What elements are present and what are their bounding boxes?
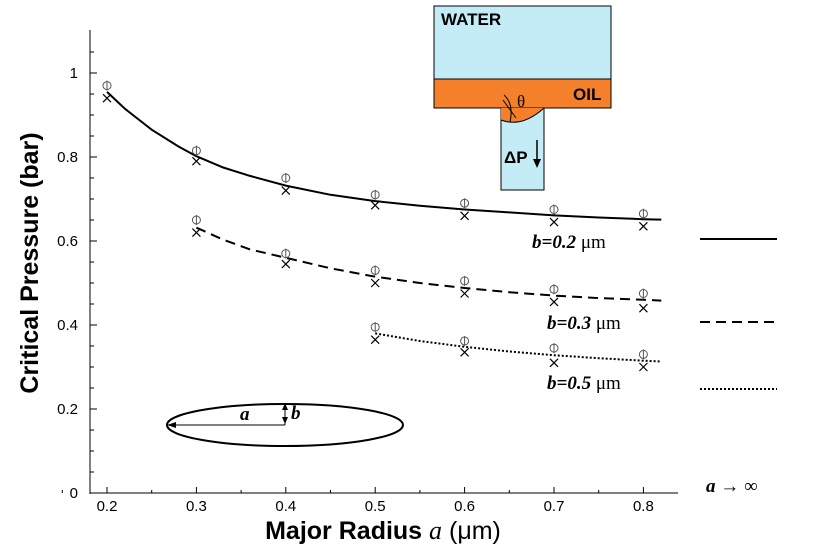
cross-marker	[638, 303, 648, 313]
x-ticks: 0.2 0.3 0.4 0.5 0.6 0.7 0.8	[61, 487, 654, 515]
cross-marker	[191, 228, 201, 238]
y-tick-label: 0	[70, 485, 78, 502]
cross-marker	[549, 217, 559, 227]
pore-inset: WATER OIL θ ΔP	[433, 5, 612, 191]
cross-marker	[191, 156, 201, 166]
series-layer	[102, 80, 662, 372]
y-tick-label: 0.4	[57, 317, 78, 334]
cross-marker	[281, 259, 291, 269]
cross-marker	[460, 347, 470, 357]
water-label: WATER	[441, 10, 501, 29]
cross-marker	[460, 289, 470, 298]
series-labels: b=0.2 μm b=0.3 μm b=0.5 μm	[532, 232, 621, 394]
series-line	[375, 332, 662, 363]
cross-marker	[549, 358, 559, 368]
ellipse-inset: a b	[166, 403, 404, 447]
pressure-label: ΔP	[504, 148, 528, 167]
y-tick-label: 0.6	[57, 233, 78, 250]
x-tick-label: 0.3	[186, 498, 207, 515]
series-line	[106, 91, 662, 221]
y-axis-title: Critical Pressure (bar)	[16, 132, 44, 393]
x-axis-title: Major Radius a (μm)	[265, 516, 501, 545]
ellipse-label-a: a	[240, 404, 250, 425]
x-tick-label: 0.5	[365, 498, 386, 515]
y-tick-label: 0.8	[57, 149, 78, 166]
cross-marker	[370, 278, 380, 288]
series-label-b05: b=0.5 μm	[547, 373, 621, 394]
x-tick-label: 0.6	[454, 498, 475, 515]
major-radius-arrowhead	[167, 422, 176, 428]
cross-marker	[102, 93, 112, 103]
series-label-b02: b=0.2 μm	[532, 232, 606, 253]
cross-marker	[638, 221, 648, 231]
cross-marker	[281, 186, 291, 196]
water-region	[433, 5, 612, 80]
cross-marker	[638, 362, 648, 372]
y-tick-label: 1	[70, 65, 78, 82]
legend: a → ∞	[700, 238, 777, 497]
series-label-b03: b=0.3 μm	[547, 313, 621, 334]
series-1	[102, 80, 662, 231]
contact-angle-arrow	[502, 99, 517, 119]
y-tick-label: 0.2	[57, 401, 78, 418]
cross-marker	[370, 200, 380, 210]
y-ticks: 0 0.2 0.4 0.6 0.8 1	[57, 51, 97, 502]
meniscus-edge	[500, 107, 545, 123]
minor-radius-arrowhead-down	[282, 417, 288, 424]
cross-marker	[460, 211, 470, 221]
oil-layer	[433, 78, 612, 109]
oil-label: OIL	[573, 85, 601, 104]
x-tick-label: 0.7	[544, 498, 565, 515]
minor-radius-arrowhead-up	[282, 403, 288, 410]
contact-angle-arc	[503, 94, 512, 123]
series-2	[191, 215, 662, 313]
series-line	[195, 226, 662, 302]
x-tick-label: 0.4	[275, 498, 296, 515]
pressure-arrowhead	[533, 159, 541, 168]
cross-marker	[370, 335, 380, 345]
asymptote-label: a → ∞	[706, 476, 758, 497]
theta-label: θ	[517, 92, 525, 111]
x-tick-label: 0.8	[633, 498, 654, 515]
cross-marker	[549, 297, 559, 307]
ellipse-label-b: b	[291, 403, 301, 424]
x-tick-label: 0.2	[97, 498, 118, 515]
series-3	[370, 322, 662, 372]
